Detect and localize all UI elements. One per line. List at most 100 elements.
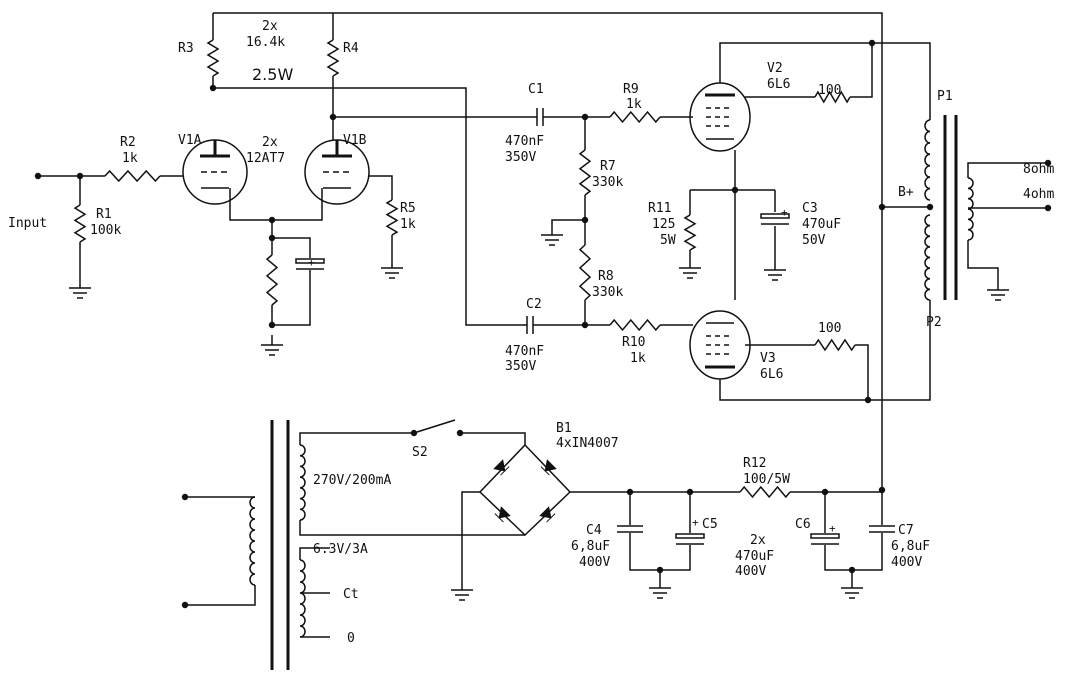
label-bplus: B+ (898, 185, 914, 200)
junction-dot (34, 172, 42, 180)
label-c1-value: 470nF (505, 134, 544, 149)
label-v1a: V1A (178, 133, 202, 148)
wire (271, 237, 311, 326)
resistor (683, 214, 697, 251)
label-ct: Ct (343, 587, 359, 602)
label-r12: R12 (743, 456, 766, 471)
resistor (814, 338, 856, 352)
bridge-rectifier-icon (478, 443, 572, 537)
label-c4: C4 (586, 523, 602, 538)
wire (850, 43, 873, 98)
label-r10-value: 1k (630, 351, 646, 366)
label-v1-count: 2x (262, 135, 278, 150)
diode-icon (494, 506, 511, 523)
label-4ohm: 4ohm (1023, 187, 1054, 202)
junction-dot (821, 488, 829, 496)
label-c56-value: 470uF (735, 549, 774, 564)
label-c3: C3 (802, 201, 818, 216)
label-r1: R1 (96, 207, 112, 222)
transformer-coil (967, 177, 974, 241)
junction-dot (76, 172, 84, 180)
capacitor (869, 525, 895, 533)
junction-dot (581, 113, 589, 121)
junction-dot (410, 429, 418, 437)
label-r11: R11 (648, 201, 671, 216)
label-plus: + (781, 206, 788, 219)
resistor (578, 149, 592, 196)
label-c56-voltage: 400V (735, 564, 766, 579)
label-r11-value: 125 (652, 217, 675, 232)
wire (460, 432, 526, 445)
label-c7: C7 (898, 523, 914, 538)
junction-dot (848, 566, 856, 574)
transformer-core (270, 420, 290, 670)
junction-dot (1044, 204, 1052, 212)
label-v2: V2 (767, 61, 783, 76)
label-p2: P2 (926, 315, 942, 330)
label-r-v2-screen: 100 (818, 83, 841, 98)
label-p1: P1 (937, 89, 953, 104)
label-r7: R7 (600, 159, 616, 174)
resistor (206, 39, 220, 77)
label-c1-voltage: 350V (505, 150, 536, 165)
resistor (265, 254, 279, 306)
label-v3-type: 6L6 (760, 367, 783, 382)
label-c56-count: 2x (750, 533, 766, 548)
label-c3-voltage: 50V (802, 233, 826, 248)
label-v1-type: 12AT7 (246, 151, 285, 166)
junction-dot (926, 203, 934, 211)
diode-icon (493, 459, 510, 476)
ground-icon (69, 278, 91, 299)
junction-dot (656, 566, 664, 574)
ground-icon (261, 335, 283, 356)
wire (369, 175, 393, 258)
transformer-coil (924, 119, 931, 201)
label-c4-value: 6,8uF (571, 539, 610, 554)
junction-dot (268, 321, 276, 329)
junction-dot (456, 429, 464, 437)
junction-dot (731, 186, 739, 194)
label-s2: S2 (412, 445, 428, 460)
junction-dot (581, 321, 589, 329)
label-c2-voltage: 350V (505, 359, 536, 374)
resistor (609, 318, 661, 332)
label-8ohm: 8ohm (1023, 162, 1054, 177)
label-r34-count: 2x (262, 19, 278, 34)
label-v2-type: 6L6 (767, 77, 790, 92)
label-r1-value: 100k (90, 223, 121, 238)
label-c3-value: 470uF (802, 217, 841, 232)
label-input: Input (8, 216, 47, 231)
label-plus: + (308, 256, 315, 269)
wire (551, 219, 585, 225)
label-hv-secondary: 270V/200mA (313, 473, 391, 488)
label-r7-value: 330k (592, 175, 623, 190)
label-v3: V3 (760, 351, 776, 366)
label-plus: + (692, 516, 699, 529)
label-c1: C1 (528, 82, 544, 97)
label-r9-value: 1k (626, 97, 642, 112)
label-c5: C5 (702, 517, 718, 532)
wire (213, 87, 527, 326)
label-c7-value: 6,8uF (891, 539, 930, 554)
wire (461, 491, 480, 580)
wire (185, 496, 256, 606)
junction-dot (1044, 159, 1052, 167)
wire (719, 42, 931, 120)
label-r34-power: 2.5W (252, 65, 293, 84)
junction-dot (181, 493, 189, 501)
resistor (609, 110, 661, 124)
junction-dot (209, 84, 217, 92)
junction-dot (268, 234, 276, 242)
wire (719, 300, 931, 401)
junction-dot (626, 488, 634, 496)
label-r2: R2 (120, 135, 136, 150)
ground-icon (679, 258, 701, 279)
ground-icon (649, 578, 671, 599)
switch-s2-icon (416, 419, 456, 433)
label-c4-voltage: 400V (579, 555, 610, 570)
junction-dot (329, 113, 337, 121)
junction-dot (864, 396, 872, 404)
resistor (326, 39, 340, 77)
junction-dot (181, 601, 189, 609)
resistor (385, 199, 399, 236)
